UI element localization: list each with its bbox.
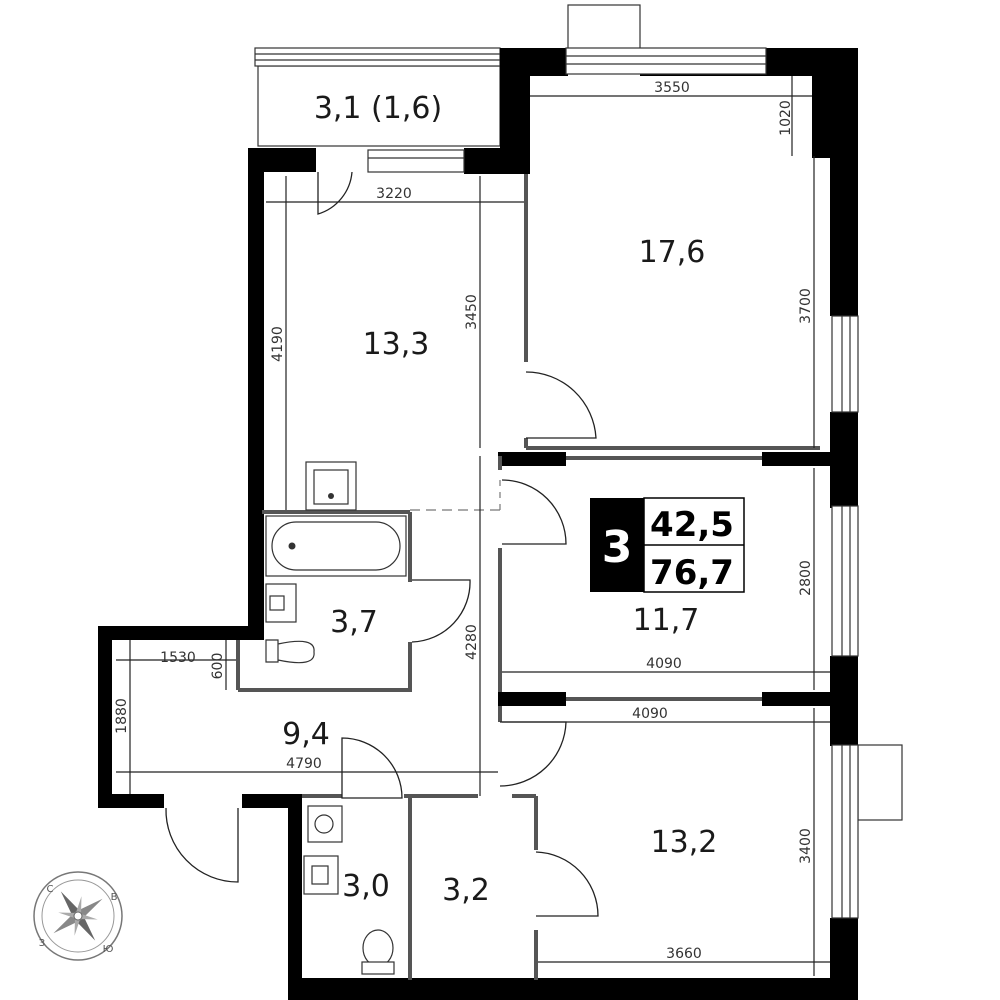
windows	[367, 47, 859, 919]
area-bathroom: 3,7	[330, 605, 378, 640]
compass-rose-icon	[33, 871, 123, 961]
compass-north: С	[47, 884, 54, 895]
area-balcony: 3,1 (1,6)	[314, 91, 442, 126]
dimension-lines	[116, 76, 830, 976]
dim-600: 600	[210, 653, 226, 680]
area-bedroom-top: 17,6	[639, 235, 706, 270]
area-bedroom-middle: 11,7	[633, 603, 700, 638]
total-area: 76,7	[650, 553, 734, 593]
compass-south: Ю	[103, 944, 114, 955]
balcony-outline	[254, 47, 501, 147]
dim-1020: 1020	[778, 100, 794, 136]
dim-4790: 4790	[286, 756, 322, 772]
compass-west: З	[39, 938, 45, 949]
dim-4090-middle: 4090	[646, 656, 682, 672]
dim-3450: 3450	[464, 294, 480, 330]
dim-3220: 3220	[376, 186, 412, 202]
dim-3700: 3700	[798, 288, 814, 324]
external-unit	[857, 744, 903, 821]
area-bedroom-bottom: 13,2	[651, 825, 718, 860]
dim-1880: 1880	[114, 698, 130, 734]
wc-toilet-icon	[362, 929, 394, 967]
dim-3660: 3660	[666, 946, 702, 962]
dim-4280: 4280	[464, 624, 480, 660]
dim-3550: 3550	[654, 80, 690, 96]
room-count: 3	[602, 522, 633, 573]
ventilation-box	[567, 4, 641, 50]
dim-2800: 2800	[798, 560, 814, 596]
interior-partitions	[236, 174, 858, 980]
dim-4090-bottom: 4090	[632, 706, 668, 722]
doors	[165, 171, 599, 917]
area-hall: 9,4	[282, 717, 330, 752]
area-kitchen: 13,3	[363, 327, 430, 362]
toilet-icon	[265, 639, 315, 664]
area-storage: 3,2	[442, 873, 490, 908]
dim-3400: 3400	[798, 828, 814, 864]
summary-badge: 3 42,5 76,7	[590, 497, 745, 593]
dim-4190: 4190	[270, 326, 286, 362]
dim-1530: 1530	[160, 650, 196, 666]
living-area: 42,5	[650, 505, 734, 545]
area-wc: 3,0	[342, 869, 390, 904]
compass-east: В	[111, 892, 118, 903]
fixtures	[265, 461, 407, 975]
